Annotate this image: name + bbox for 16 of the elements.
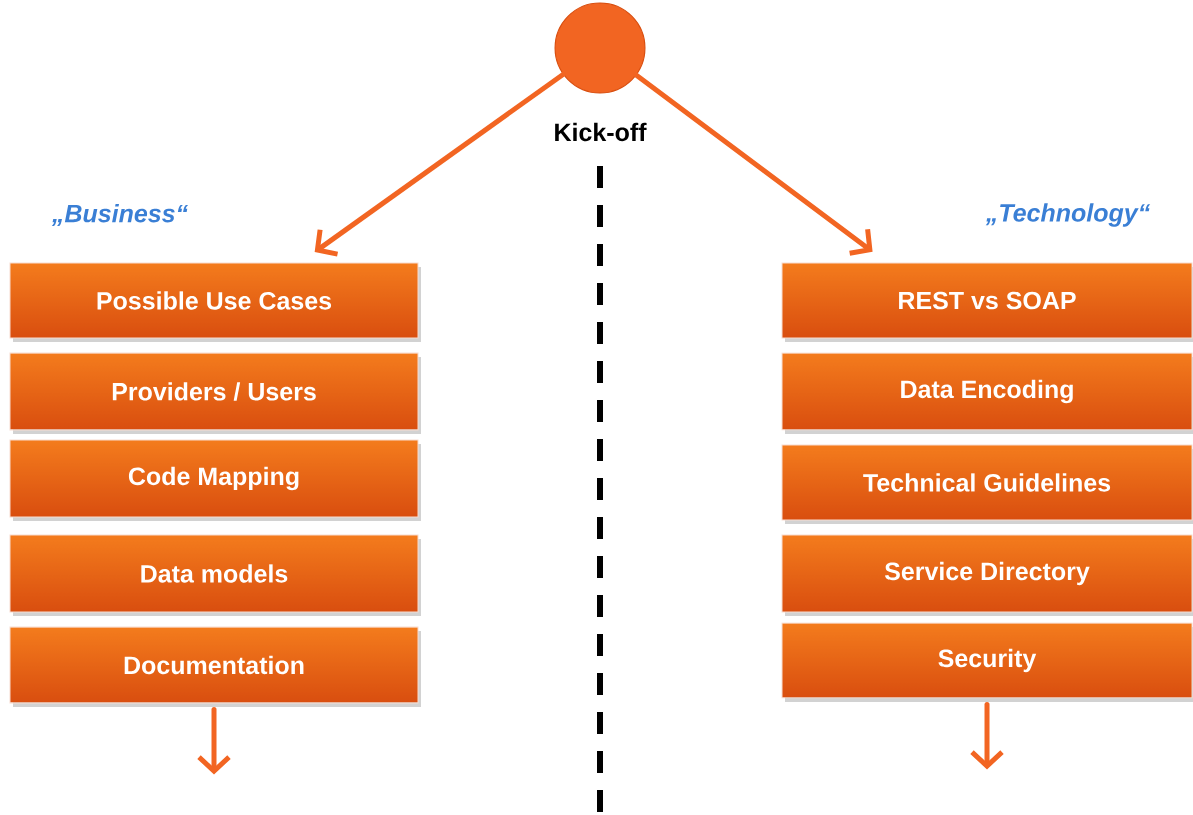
topic-box: Possible Use Cases [9,262,421,342]
group-heading: „Technology“ [985,203,1151,227]
topic-box: Providers / Users [9,352,421,434]
group-heading: „Business“ [51,204,189,226]
topic-box: Documentation [9,626,421,707]
topic-box: Data Encoding [781,352,1193,434]
topic-box: Data models [9,534,421,616]
topic-box: Technical Guidelines [781,444,1193,524]
topic-box: Security [781,622,1193,702]
topic-box: REST vs SOAP [781,262,1193,342]
node-caption: Kick-off [555,122,647,142]
topic-box: Service Directory [781,534,1193,616]
start-circle [554,2,646,94]
arrow [314,71,566,257]
arrow [633,72,873,256]
topic-box: Code Mapping [9,439,421,521]
